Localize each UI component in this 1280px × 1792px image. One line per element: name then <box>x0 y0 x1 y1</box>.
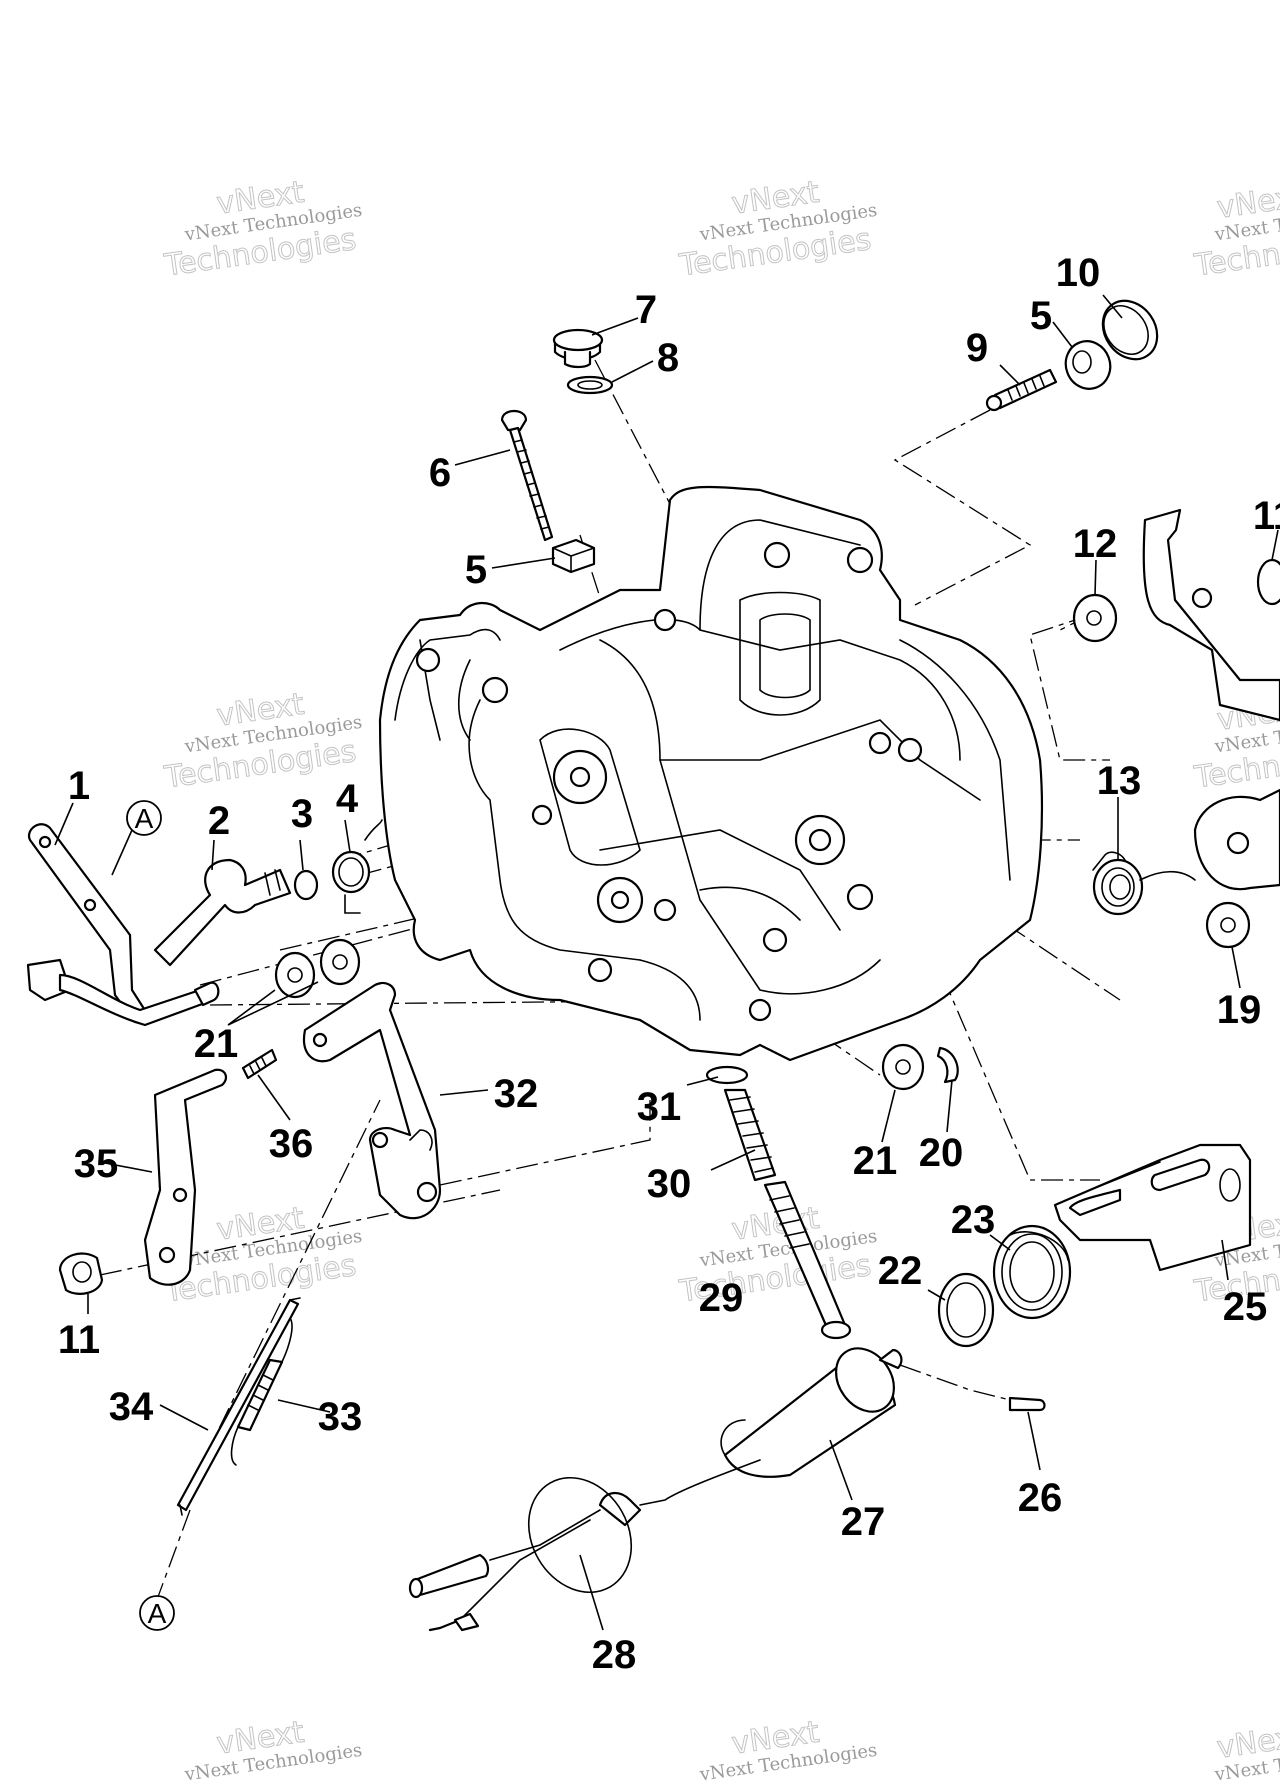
callout-34: 34 <box>109 1385 154 1429</box>
part-8-washer <box>566 375 614 395</box>
part-30-spring <box>723 1088 777 1182</box>
callout-6: 6 <box>429 451 451 495</box>
part-11-bracket-right <box>1142 508 1280 722</box>
callout-19: 19 <box>1217 988 1262 1032</box>
callout-29: 29 <box>699 1276 744 1320</box>
callout-9: 9 <box>966 326 988 370</box>
watermark: vNext vNext Technologies <box>1212 1718 1280 1785</box>
callout-35: 35 <box>74 1142 119 1186</box>
callout-12: 12 <box>1073 522 1118 566</box>
watermark: vNext vNext Technologies Technologies <box>161 174 363 284</box>
callout-33: 33 <box>318 1395 363 1439</box>
callout-labels: 1 2 3 4 5 6 5 7 8 9 10 11 12 13 19 11 21… <box>58 251 1280 1677</box>
callout-28: 28 <box>592 1633 637 1677</box>
leader-lines <box>54 294 1279 1631</box>
part-5-nut <box>1064 340 1112 390</box>
part-11-nut-left <box>58 1252 104 1295</box>
part-13-spring <box>1092 851 1196 916</box>
callout-21: 21 <box>194 1022 239 1066</box>
part-33-spring <box>230 1317 293 1466</box>
callout-8: 8 <box>657 336 679 380</box>
watermark: vNext vNext Technologies <box>182 1714 363 1785</box>
part-right-lever <box>1193 788 1280 891</box>
callout-32: 32 <box>494 1072 539 1116</box>
part-12-washer <box>1072 593 1118 643</box>
callout-5: 5 <box>465 548 487 592</box>
reference-mark-text: A <box>148 1598 167 1629</box>
part-35-lever <box>143 1068 228 1286</box>
part-21-washer-right <box>881 1043 925 1091</box>
part-6-screw <box>500 409 554 542</box>
callout-4: 4 <box>336 777 359 821</box>
callout-27: 27 <box>841 1500 886 1544</box>
watermark: vNext vNext Technologies Technologies <box>676 174 878 284</box>
part-3-oring <box>293 869 319 901</box>
part-32-lever <box>302 981 442 1220</box>
callout-3: 3 <box>291 792 313 836</box>
callout-20: 20 <box>919 1131 964 1175</box>
part-4-spring <box>331 819 383 914</box>
callout-31: 31 <box>637 1085 682 1129</box>
part-26-pin <box>1008 1396 1046 1412</box>
part-9-stud <box>985 368 1058 412</box>
part-23-bushing <box>992 1224 1072 1320</box>
watermark: vNext vNext Technologies Technologies <box>1191 178 1280 284</box>
callout-23: 23 <box>951 1198 996 1242</box>
callout-11: 11 <box>1253 494 1280 538</box>
part-22-ring <box>937 1272 995 1348</box>
part-34-rod <box>176 1297 301 1516</box>
reference-mark-a: A <box>126 800 162 836</box>
reference-mark-a: A <box>139 1595 175 1631</box>
part-28-wire-harness <box>408 1476 642 1632</box>
part-2-shaft <box>153 858 292 967</box>
part-31-washer <box>705 1065 749 1085</box>
callout-1: 1 <box>68 764 90 808</box>
callout-13: 13 <box>1097 759 1142 803</box>
part-25-bracket <box>1053 1143 1252 1272</box>
part-5-nut <box>551 538 596 574</box>
callout-26: 26 <box>1018 1476 1063 1520</box>
callout-36: 36 <box>269 1122 314 1166</box>
callout-22: 22 <box>878 1249 923 1293</box>
watermark: vNext vNext Technologies <box>697 1714 878 1785</box>
part-1-lever <box>26 823 220 1027</box>
reference-mark-text: A <box>135 803 154 834</box>
part-29-bolt <box>763 1180 852 1340</box>
callout-21: 21 <box>853 1139 898 1183</box>
part-7-plug <box>552 328 604 369</box>
part-27-solenoid <box>639 1347 903 1506</box>
housing <box>378 485 1044 1062</box>
part-19-washer <box>1205 901 1251 949</box>
callout-10: 10 <box>1056 251 1101 295</box>
part-21-washer-left <box>274 938 361 999</box>
callout-7: 7 <box>635 288 657 332</box>
callout-25: 25 <box>1223 1285 1268 1329</box>
callout-5: 5 <box>1030 294 1052 338</box>
callout-30: 30 <box>647 1162 692 1206</box>
callout-2: 2 <box>208 799 230 843</box>
part-20-clip <box>936 1046 959 1084</box>
part-36-spring <box>241 1048 278 1080</box>
part-10-cap <box>1101 299 1159 361</box>
callout-11: 11 <box>58 1318 100 1362</box>
